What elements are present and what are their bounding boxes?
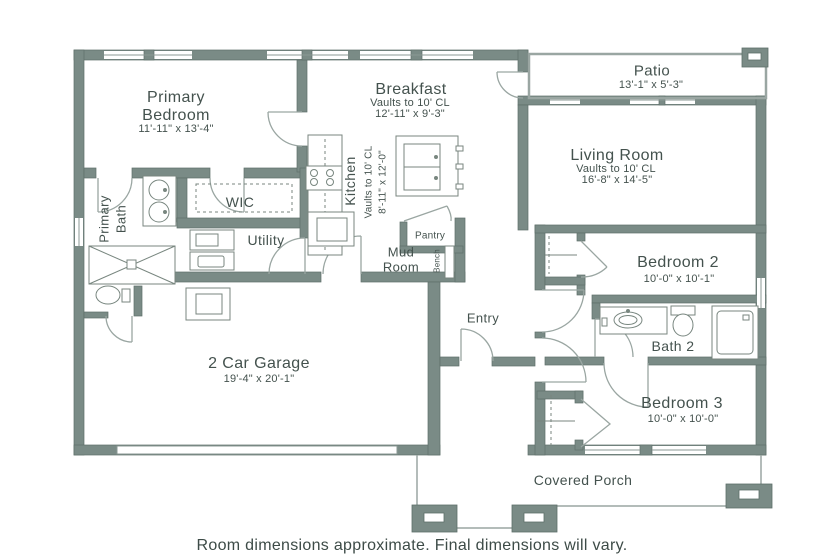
label-wic: WIC: [225, 194, 255, 211]
bedroom-2-closet: [545, 236, 577, 274]
water-closet-door: [105, 315, 133, 343]
label-breakfast: Breakfast: [375, 81, 447, 99]
hall-door-upper: [541, 289, 585, 333]
utility-door: [268, 237, 306, 275]
wic-shelves: [195, 183, 293, 213]
bedroom-2-door: [580, 240, 608, 278]
primary-bedroom-door: [267, 111, 303, 147]
fixtures: [88, 134, 759, 446]
label-bedroom-3: Bedroom 3: [641, 395, 723, 413]
label-primary-bedroom-dims: 11'-11" x 13'-4": [138, 122, 214, 135]
label-mud-room: Mud Room: [382, 244, 420, 274]
porch-posts: [411, 47, 773, 533]
label-garage-dims: 19'-4" x 20'-1": [223, 372, 295, 385]
label-breakfast-ceiling: Vaults to 10' CL: [370, 96, 450, 109]
label-pantry: Pantry: [414, 230, 446, 242]
label-primary-bath-line1: Primary: [96, 195, 112, 243]
bath-2-toilet: [670, 305, 696, 337]
label-bedroom-2-dims: 10'-0" x 10'-1": [643, 272, 715, 285]
patio-post: [741, 47, 769, 68]
label-garage: 2 Car Garage: [208, 355, 310, 373]
washer-dryer: [189, 229, 235, 271]
label-kitchen: Kitchen: [342, 156, 359, 206]
label-living-room: Living Room: [570, 147, 664, 165]
refrigerator: [307, 211, 355, 247]
porch-lines: [416, 455, 762, 529]
kitchen-island: [395, 135, 464, 197]
label-patio-dims: 13'-1" x 5'-3": [618, 78, 684, 91]
label-bench: Bench: [432, 249, 442, 273]
pantry-door: [403, 205, 452, 222]
label-covered-porch: Covered Porch: [533, 472, 633, 489]
bath-2-vanity: [599, 306, 668, 335]
bench-fixture: [444, 245, 455, 279]
hall-door-lower: [541, 337, 587, 383]
label-primary-bath-line2: Bath: [113, 204, 129, 234]
stove: [305, 165, 343, 191]
label-living-room-ceiling: Vaults to 10' CL: [576, 162, 656, 175]
label-bath-2: Bath 2: [651, 338, 695, 355]
primary-shower: [88, 245, 176, 285]
bedroom-3-closet: [537, 395, 575, 446]
label-entry: Entry: [466, 310, 500, 326]
garage-door: [116, 445, 398, 455]
doors: [97, 71, 649, 448]
porch-post-center: [511, 504, 558, 533]
bedroom-3-closet-doors: [580, 398, 612, 448]
label-patio: Patio: [633, 62, 671, 80]
label-breakfast-dims: 12'-11" x 9'-3": [375, 107, 445, 120]
label-primary-bedroom: Primary Bedroom: [142, 89, 210, 124]
label-living-room-dims: 16'-8" x 14'-5": [581, 173, 653, 186]
porch-post-left: [411, 504, 458, 533]
windows: [75, 49, 765, 456]
label-kitchen-ceiling: Vaults to 10' CL: [363, 145, 375, 219]
patio-outline: [527, 52, 768, 100]
interior-walls: [83, 59, 767, 456]
patio-door: [496, 71, 524, 99]
label-utility: Utility: [247, 232, 285, 249]
caption: Room dimensions approximate. Final dimen…: [196, 537, 628, 555]
label-kitchen-dims: 8'-11" x 12'-0": [377, 150, 389, 214]
primary-toilet: [95, 285, 131, 305]
porch-post-right: [725, 483, 773, 509]
water-heater: [185, 287, 231, 321]
label-bedroom-3-dims: 10'-0" x 10'-0": [647, 412, 719, 425]
front-door: [460, 328, 494, 362]
bedroom-3-door: [603, 362, 649, 408]
label-bedroom-2: Bedroom 2: [637, 254, 719, 272]
primary-bath-door: [97, 177, 133, 213]
primary-vanity: [142, 175, 177, 227]
bath-2-shower: [711, 305, 759, 360]
